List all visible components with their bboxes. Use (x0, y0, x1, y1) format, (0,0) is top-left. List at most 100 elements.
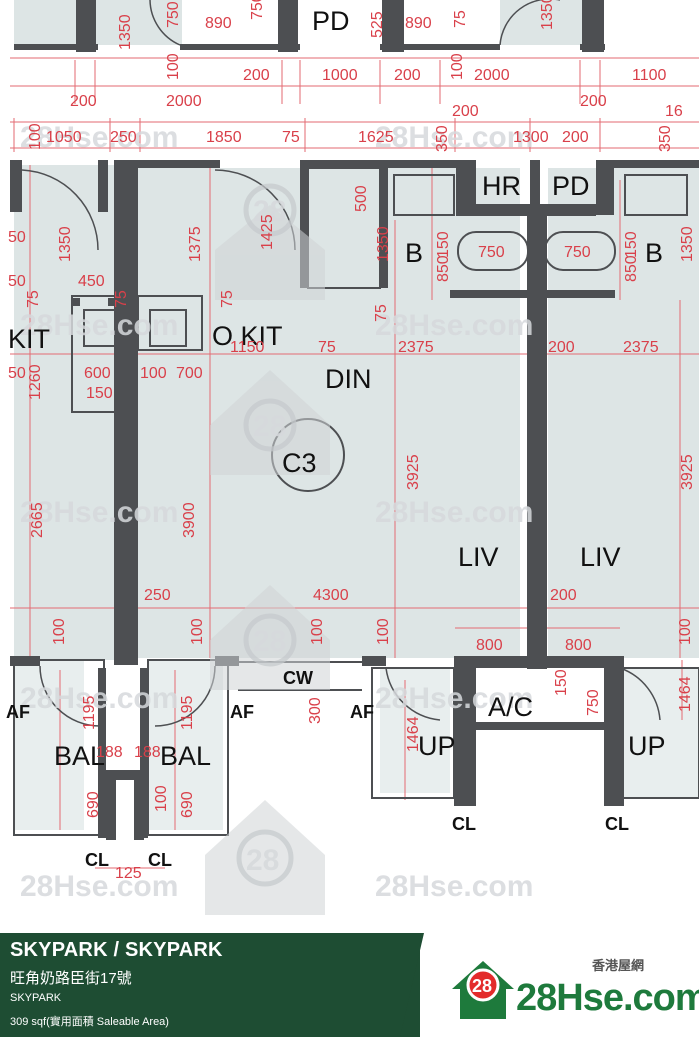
watermark-badge: 28 (253, 195, 286, 228)
dim-label: 100 (51, 618, 68, 645)
dim-label: 100 (375, 618, 392, 645)
dim-label: 850 (623, 255, 640, 282)
dim-label: 50 (8, 229, 26, 246)
dim-label: 1375 (187, 226, 204, 262)
dim-label: 500 (353, 185, 370, 212)
dim-label: 75 (25, 290, 42, 308)
dim-label: 600 (84, 365, 111, 382)
dim-label: 100 (153, 785, 170, 812)
unit-label: C3 (282, 448, 317, 478)
dim-label: 100 (165, 53, 182, 80)
dim-label: 2000 (474, 67, 510, 84)
walls (10, 0, 699, 840)
listing-address: 旺角奶路臣街17號 (10, 970, 132, 987)
logo-chinese-name: 香港屋網 (592, 958, 645, 973)
site-logo[interactable]: 28 香港屋網 28Hse.com (448, 947, 699, 1027)
dim-label: 100 (309, 618, 326, 645)
floor-plan-drawing: 28Hse.com 28Hse.com 28Hse.com 28Hse.com … (6, 0, 699, 915)
dim-label: 525 (369, 11, 386, 38)
watermark-text: 28Hse.com (375, 496, 533, 529)
label-af: AF (6, 702, 30, 722)
room-label-up-right: UP (628, 731, 666, 761)
room-label-kit: KIT (8, 324, 50, 354)
listing-estate: SKYPARK (10, 992, 62, 1004)
dim-label: 890 (405, 15, 432, 32)
dim-label: 150 (435, 231, 452, 258)
dim-label: 75 (452, 10, 469, 28)
dim-label: 200 (243, 67, 270, 84)
dim-label: 75 (318, 339, 336, 356)
dim-label: 800 (565, 637, 592, 654)
room-label-bal-right: BAL (160, 741, 211, 771)
dim-label: 1150 (230, 339, 265, 356)
door-swings (21, 0, 661, 727)
room-label-bath-left: B (405, 238, 423, 268)
dim-label: 690 (179, 791, 196, 818)
dim-label: 100 (27, 123, 44, 150)
room-label-hr: HR (482, 171, 521, 201)
watermark-text: 28Hse.com (375, 121, 533, 154)
dim-label: 75 (113, 290, 130, 308)
dim-label: 2665 (29, 502, 46, 538)
dim-label: 2000 (166, 93, 202, 110)
dim-label: 150 (623, 231, 640, 258)
dim-label: 16 (665, 103, 683, 120)
info-panel-tail (400, 933, 424, 1037)
dim-label: 300 (307, 697, 324, 724)
dim-label: 750 (585, 689, 602, 716)
label-cl: CL (605, 814, 629, 834)
dim-label: 1195 (179, 695, 196, 730)
room-label-ac: A/C (488, 692, 533, 722)
dim-label: 850 (435, 255, 452, 282)
dimension-lines (10, 57, 699, 869)
dim-label: 200 (548, 339, 575, 356)
dim-label: 3925 (405, 454, 422, 490)
watermark-badge: 28 (253, 410, 286, 443)
dim-label: 1300 (513, 129, 549, 146)
dim-label: 50 (8, 365, 26, 382)
listing-info-panel: SKYPARK / SKYPARK 旺角奶路臣街17號 SKYPARK 309 … (0, 933, 420, 1037)
dim-label: 75 (282, 129, 300, 146)
watermarks: 28Hse.com 28Hse.com 28Hse.com 28Hse.com … (20, 121, 533, 915)
dim-label: 1350 (679, 226, 696, 262)
room-labels: PD KIT O KIT DIN C3 LIV LIV B B HR PD A/… (6, 6, 666, 870)
dim-label: 150 (86, 385, 113, 402)
outlines (13, 167, 699, 836)
dim-label: 2375 (623, 339, 659, 356)
listing-area: 309 sqf(實用面積 Saleable Area) (10, 1016, 169, 1028)
room-label-bath-right: B (645, 238, 663, 268)
dim-label: 750 (564, 244, 591, 261)
dim-label: 350 (657, 125, 674, 152)
dim-label: 200 (580, 93, 607, 110)
watermark-text: 28Hse.com (20, 682, 178, 715)
logo-badge: 28 (472, 976, 492, 996)
dim-label: 4300 (313, 587, 349, 604)
dim-label: 200 (452, 103, 479, 120)
dim-label: 3925 (679, 454, 696, 490)
dim-label: 700 (176, 365, 203, 382)
dim-label: 800 (476, 637, 503, 654)
dim-label: 1350 (539, 0, 556, 30)
room-label-bal-left: BAL (54, 741, 105, 771)
house-logo-icon: 28 (452, 961, 514, 1019)
dim-label: 1350 (57, 226, 74, 262)
listing-title: SKYPARK / SKYPARK (10, 939, 223, 961)
dim-label: 1260 (27, 364, 44, 400)
logo-wordmark: 28Hse.com (516, 977, 699, 1019)
label-af: AF (350, 702, 374, 722)
dim-label: 1850 (206, 129, 242, 146)
watermark-badge: 28 (253, 625, 286, 658)
dim-label: 1464 (405, 716, 422, 752)
dim-label: 1464 (677, 676, 694, 712)
room-label-o-kit: O KIT (212, 321, 283, 351)
watermark-text: 28Hse.com (20, 496, 178, 529)
label-cw: CW (283, 668, 313, 688)
listing-footer: SKYPARK / SKYPARK 旺角奶路臣街17號 SKYPARK 309 … (0, 933, 699, 1037)
dim-label: 188 (96, 744, 123, 761)
dim-label: 75 (219, 290, 236, 308)
dim-label: 100 (140, 365, 167, 382)
dim-label: 750 (478, 244, 505, 261)
dimension-labels: 1350 750 890 750 525 890 75 1350 100 200… (8, 0, 696, 882)
dim-label: 100 (189, 618, 206, 645)
room-label-pd: PD (552, 171, 590, 201)
